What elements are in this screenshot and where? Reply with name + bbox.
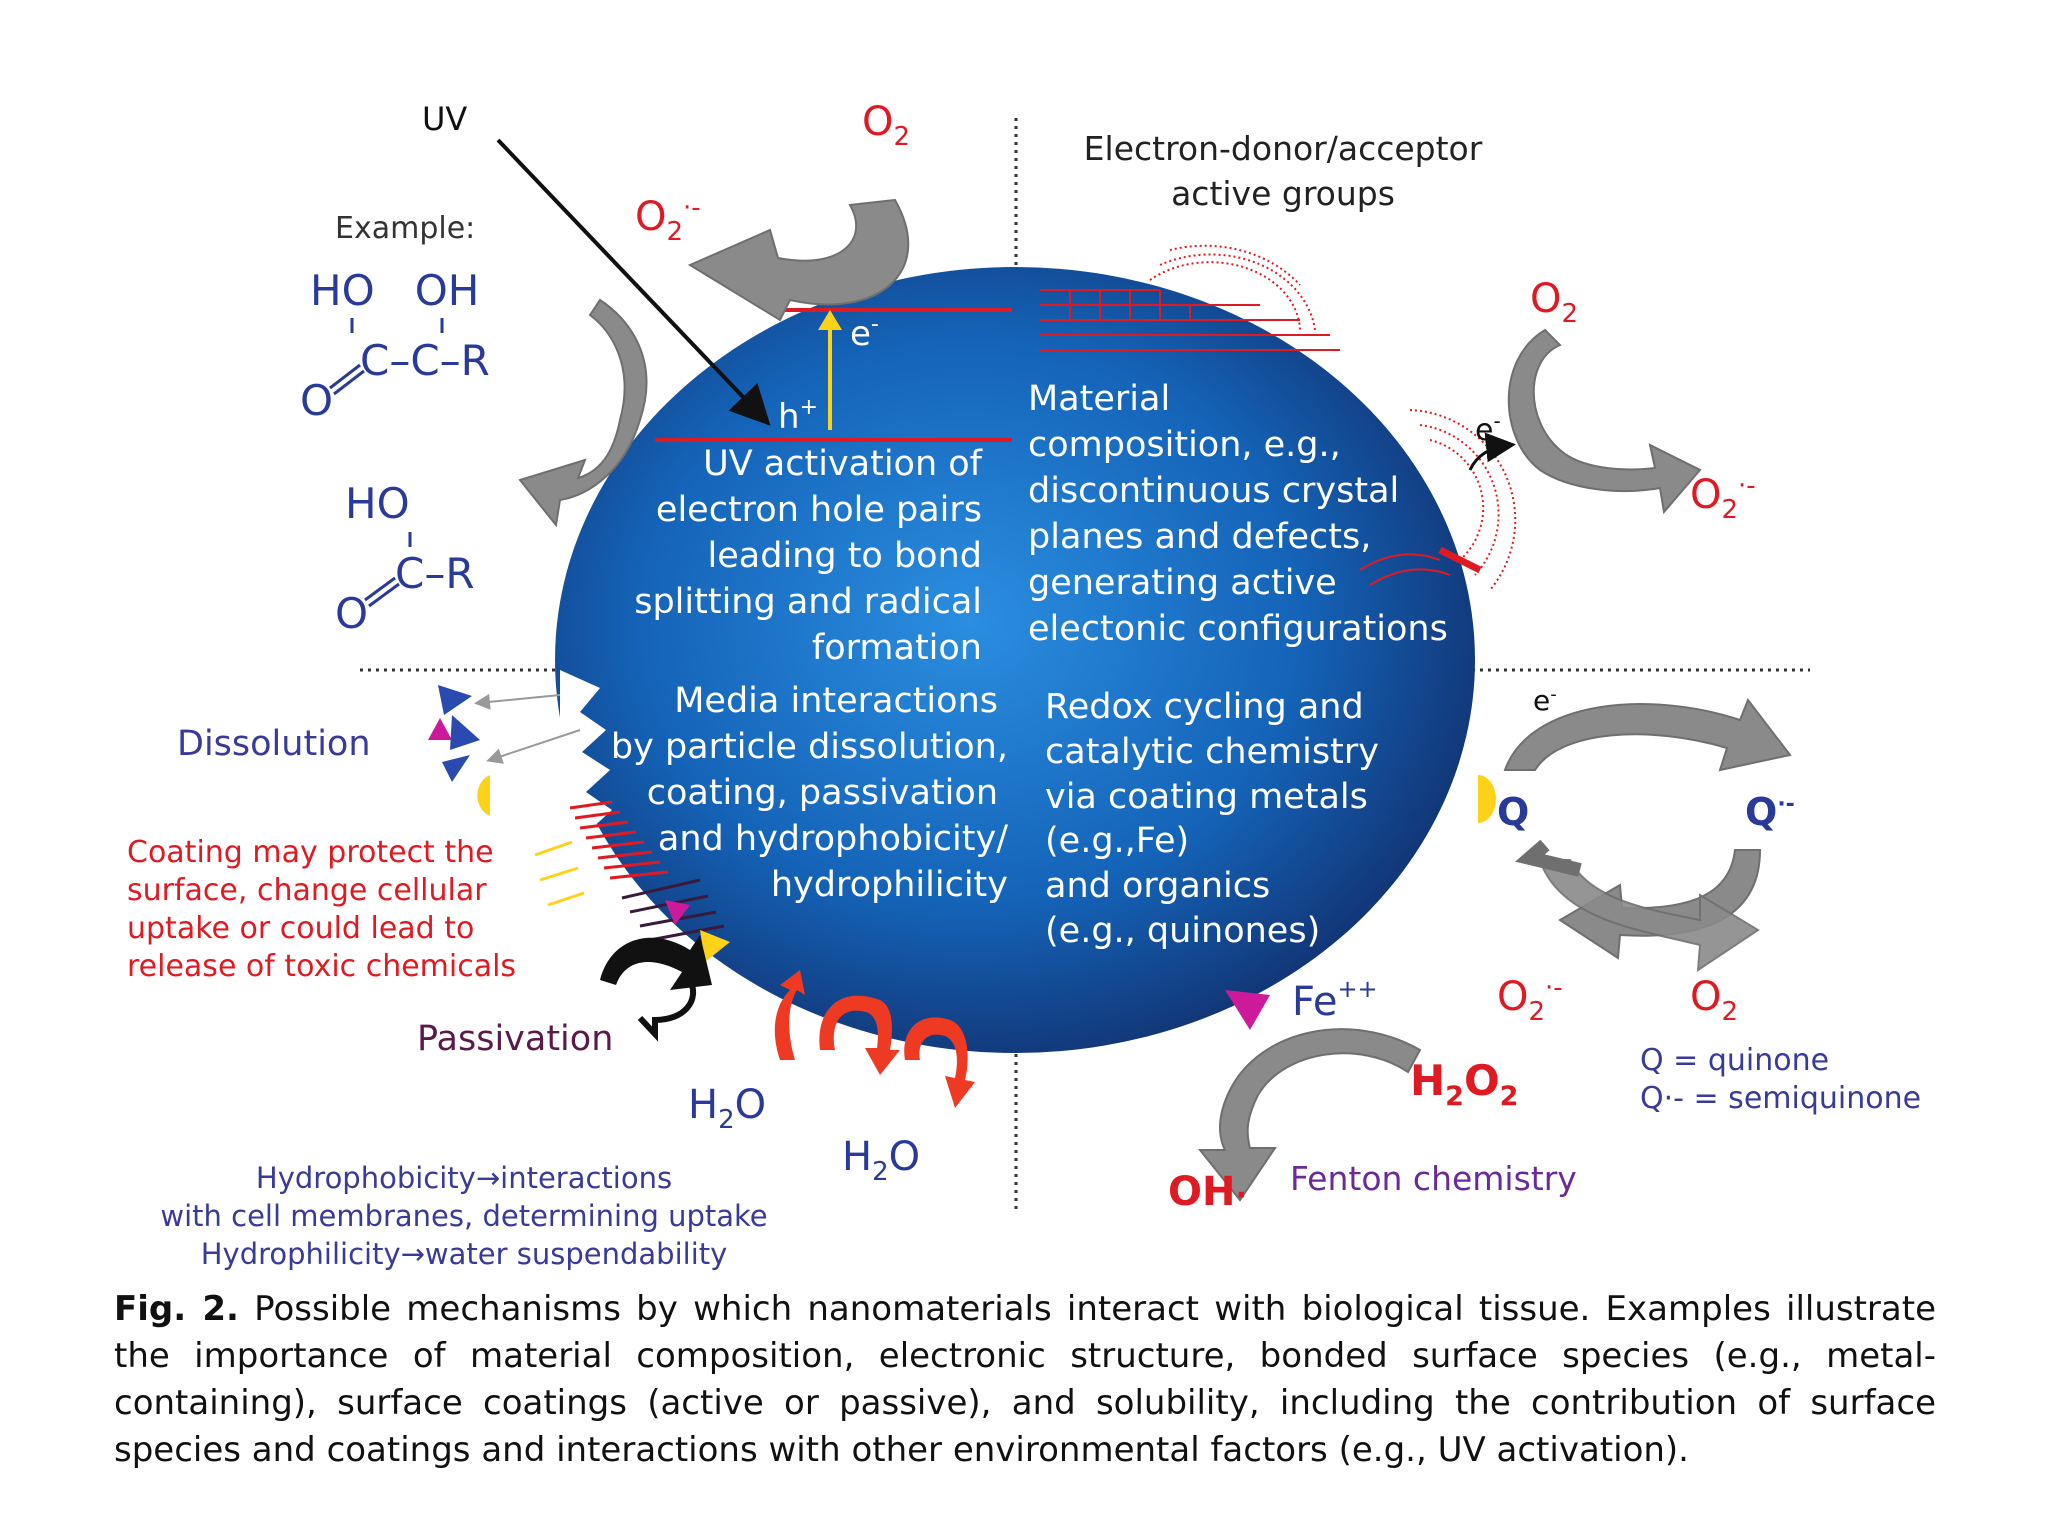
semiquinone-q: Q·- bbox=[1745, 790, 1795, 834]
svg-text:(e.g., quinones): (e.g., quinones) bbox=[1045, 911, 1320, 951]
svg-text:electron hole pairs: electron hole pairs bbox=[656, 490, 982, 530]
quinone-marker bbox=[1478, 775, 1496, 823]
electron-arrow-right bbox=[1468, 432, 1516, 471]
svg-text:release of toxic chemicals: release of toxic chemicals bbox=[127, 949, 516, 984]
svg-text:splitting and radical: splitting and radical bbox=[634, 582, 982, 622]
water-2: H2O bbox=[842, 1134, 920, 1187]
svg-text:Hydrophobicity→interactions: Hydrophobicity→interactions bbox=[256, 1161, 672, 1195]
quinone-q: Q bbox=[1497, 790, 1529, 834]
svg-text:via coating metals: via coating metals bbox=[1045, 777, 1368, 817]
svg-text:Electron-donor/acceptor: Electron-donor/acceptor bbox=[1084, 129, 1483, 168]
media-interactions-text: Media interactions by particle dissoluti… bbox=[611, 681, 1008, 905]
svg-text:formation: formation bbox=[812, 628, 982, 668]
molecule-1-o: O bbox=[300, 376, 333, 425]
electron-redox: e- bbox=[1533, 684, 1557, 717]
surface-groups bbox=[1040, 289, 1340, 351]
molecule-1-top: HO OH bbox=[310, 266, 479, 315]
coating-layer bbox=[569, 800, 669, 880]
molecule-2-top: HO bbox=[345, 479, 410, 528]
electron-donor-title: Electron-donor/acceptor active groups bbox=[1084, 129, 1483, 213]
svg-text:generating active: generating active bbox=[1028, 563, 1337, 603]
defect-mark bbox=[1438, 546, 1482, 574]
dissolution-particles bbox=[428, 685, 581, 816]
superoxide-right: O2·- bbox=[1690, 471, 1756, 525]
dissolution-edge bbox=[560, 670, 612, 830]
electron-right: e- bbox=[1475, 409, 1501, 448]
fenton-label: Fenton chemistry bbox=[1290, 1159, 1577, 1198]
svg-text:(e.g.,Fe): (e.g.,Fe) bbox=[1045, 821, 1189, 861]
svg-text:Media interactions: Media interactions bbox=[674, 681, 998, 721]
redox-text: Redox cycling and catalytic chemistry vi… bbox=[1045, 687, 1379, 951]
svg-text:with cell membranes, determini: with cell membranes, determining uptake bbox=[160, 1199, 767, 1233]
molecule-1-chain: C–C–R bbox=[360, 336, 490, 385]
quinone-legend: Q = quinone bbox=[1640, 1043, 1829, 1078]
hole-label: h+ bbox=[778, 395, 818, 437]
o2-top: O2 bbox=[862, 99, 910, 152]
nanoparticle-sphere bbox=[555, 267, 1475, 1053]
uv-label: UV bbox=[422, 100, 467, 138]
svg-text:Material: Material bbox=[1028, 379, 1170, 419]
redox-arrow-up bbox=[1515, 839, 1582, 877]
svg-text:leading to bond: leading to bond bbox=[708, 536, 982, 576]
example-label: Example: bbox=[335, 211, 475, 246]
figure-caption: Fig. 2. Possible mechanisms by which nan… bbox=[114, 1286, 1936, 1474]
svg-text:hydrophilicity: hydrophilicity bbox=[771, 865, 1008, 905]
svg-text:Coating may protect the: Coating may protect the bbox=[127, 835, 494, 870]
svg-text:active groups: active groups bbox=[1171, 174, 1395, 213]
svg-text:planes and defects,: planes and defects, bbox=[1028, 517, 1371, 557]
iron-label: Fe++ bbox=[1292, 975, 1378, 1025]
o2-bottom: O2 bbox=[1690, 974, 1738, 1027]
svg-text:coating, passivation: coating, passivation bbox=[647, 773, 998, 813]
svg-text:and hydrophobicity/: and hydrophobicity/ bbox=[658, 819, 1008, 859]
dissolution-label: Dissolution bbox=[177, 724, 371, 764]
hydroxyl-radical: OH· bbox=[1168, 1169, 1247, 1215]
superoxide-bottom: O2·- bbox=[1497, 973, 1563, 1027]
hydrophobicity-text: Hydrophobicity→interactions with cell me… bbox=[160, 1161, 767, 1271]
uv-arrow bbox=[496, 138, 771, 426]
passivation-triangle-magenta bbox=[665, 900, 690, 925]
defect-wave bbox=[1359, 553, 1451, 586]
water-1: H2O bbox=[688, 1082, 766, 1135]
fe-triangle bbox=[1225, 990, 1270, 1030]
svg-text:discontinuous crystal: discontinuous crystal bbox=[1028, 471, 1399, 511]
water-arrows bbox=[774, 970, 975, 1108]
molecule-2-o: O bbox=[335, 589, 368, 638]
svg-text:electonic configurations: electonic configurations bbox=[1028, 609, 1448, 649]
hydrogen-peroxide: H2O2 bbox=[1410, 1056, 1518, 1112]
svg-text:composition, e.g.,: composition, e.g., bbox=[1028, 425, 1341, 465]
excitation-arrowhead bbox=[818, 310, 842, 330]
passivation-down bbox=[637, 978, 697, 1042]
superoxide-top: O2·- bbox=[635, 193, 701, 247]
semiquinone-legend: Q·- = semiquinone bbox=[1640, 1081, 1921, 1116]
electron-label: e- bbox=[850, 312, 879, 354]
gray-arrows bbox=[518, 198, 1792, 1202]
material-composition-text: Material composition, e.g., discontinuou… bbox=[1028, 379, 1448, 649]
caption-label: Fig. 2. bbox=[114, 1289, 239, 1329]
passivation-label: Passivation bbox=[417, 1019, 613, 1059]
svg-text:surface, change cellular: surface, change cellular bbox=[127, 873, 487, 908]
svg-text:uptake or could lead to: uptake or could lead to bbox=[127, 911, 474, 946]
coating-dashes bbox=[534, 840, 585, 907]
o2-right: O2 bbox=[1530, 276, 1578, 329]
coating-text: Coating may protect the surface, change … bbox=[127, 835, 516, 984]
caption-text: Possible mechanisms by which nanomateria… bbox=[114, 1289, 1936, 1470]
svg-text:by particle dissolution,: by particle dissolution, bbox=[611, 727, 1008, 767]
uv-activation-text: UV activation of electron hole pairs lea… bbox=[634, 444, 982, 668]
svg-text:Hydrophilicity→water suspendab: Hydrophilicity→water suspendability bbox=[201, 1237, 728, 1271]
svg-text:and organics: and organics bbox=[1045, 866, 1270, 906]
svg-text:Redox cycling and: Redox cycling and bbox=[1045, 687, 1364, 727]
passivation-arrow bbox=[600, 935, 712, 990]
activity-arcs-top bbox=[1149, 244, 1316, 331]
svg-text:UV activation of: UV activation of bbox=[703, 444, 983, 484]
passivation-triangle-yellow bbox=[700, 930, 730, 962]
activity-arcs-right bbox=[1409, 409, 1517, 591]
molecule-2-chain: C–R bbox=[395, 549, 475, 598]
svg-text:catalytic chemistry: catalytic chemistry bbox=[1045, 732, 1379, 772]
